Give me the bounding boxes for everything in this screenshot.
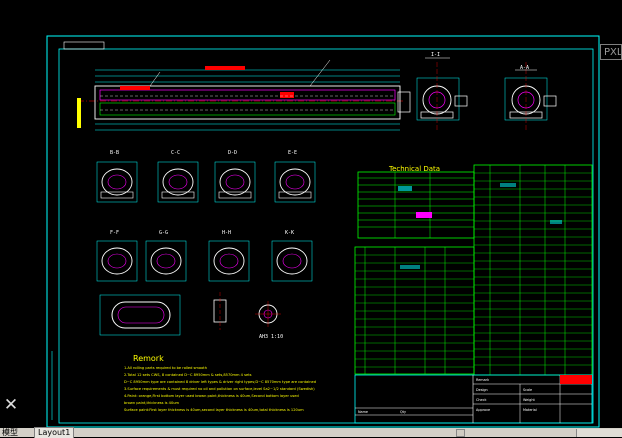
main-elevation-view: [77, 59, 411, 131]
detail-label: AH3 1:10: [259, 334, 283, 340]
outer-frame: [46, 35, 600, 428]
title-cell-name: Name: [358, 410, 368, 414]
title-cell-qty: Qty: [400, 410, 406, 414]
tab-model[interactable]: 模型: [2, 428, 18, 437]
remark-line-5: 4.Paint: orange,First bottom layer used …: [124, 394, 299, 398]
section-label-d-d: D-D: [228, 150, 237, 156]
parts-list-table: [473, 164, 593, 376]
technical-data-title: Technical Data: [388, 165, 440, 173]
end-view-i-i: [416, 57, 468, 130]
title-cell-approve: Approve: [476, 408, 490, 412]
section-label-b-b: B-B: [110, 150, 119, 156]
remark-line-2: 2.Total 12 sets CWS, 8 contained D~C 895…: [124, 373, 252, 377]
section-views-row-1: [96, 161, 316, 203]
title-block: [354, 374, 593, 424]
section-label-i-i: I-I: [431, 52, 440, 58]
section-label-a-a: A-A: [520, 65, 529, 71]
remark-line-7: Surface paint:First layer thickness is 4…: [124, 408, 304, 412]
tab-scroll-button[interactable]: [456, 429, 465, 437]
horizontal-scrollbar[interactable]: [576, 429, 622, 437]
tab-layout1[interactable]: Layout1: [34, 427, 75, 438]
section-views-row-2: [96, 240, 313, 282]
layout-tab-bar: [0, 428, 622, 437]
remark-line-3: D~C 8950mm type are contained 8 driver l…: [124, 380, 316, 384]
end-view-a-a: [504, 62, 557, 130]
remark-line-4: 3.Surface requirements & must required n…: [124, 387, 315, 391]
section-label-c-c: C-C: [171, 150, 180, 156]
bom-table: [354, 246, 475, 375]
detail-view: [255, 301, 281, 327]
remark-title: Remork: [133, 354, 164, 363]
close-icon[interactable]: ✕: [3, 395, 19, 415]
corner-code-box: [63, 41, 105, 50]
section-label-g-g: G-G: [159, 230, 168, 236]
title-cell-scale: Scale: [523, 388, 532, 392]
title-cell-check: Check: [476, 398, 486, 402]
remark-line-6: brown paint,thickness is 40um: [124, 401, 180, 405]
title-cell-remark: Remark: [476, 378, 489, 382]
inner-frame: [58, 48, 594, 424]
section-label-k-k: K-K: [285, 230, 294, 236]
remark-line-1: 1.All rolling parts required to be rolle…: [124, 366, 207, 370]
section-label-e-e: E-E: [288, 150, 297, 156]
title-cell-design: Design: [476, 388, 488, 392]
technical-data-table: [357, 171, 475, 239]
title-cell-material: Material: [523, 408, 537, 412]
plan-section-view: [99, 292, 227, 336]
title-cell-weight: Weight: [523, 398, 535, 402]
section-label-h-h: H-H: [222, 230, 231, 236]
section-label-f-f: F-F: [110, 230, 119, 236]
scale-indicator: PXL: [600, 44, 622, 60]
